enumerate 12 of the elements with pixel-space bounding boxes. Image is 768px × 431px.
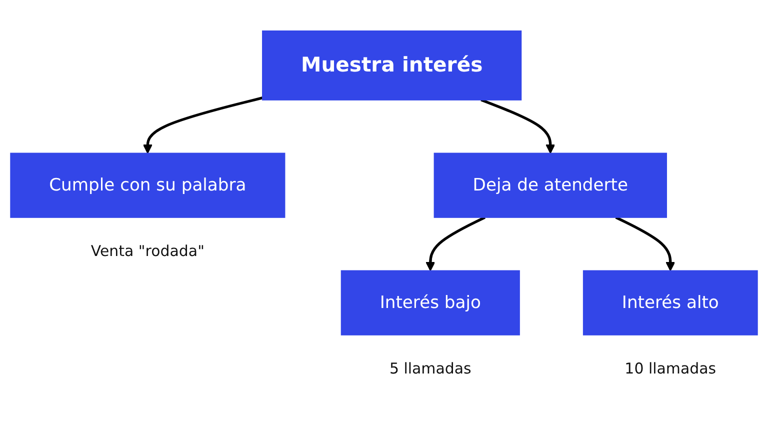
node-label: Venta "rodada" [90, 243, 204, 260]
arrow [615, 216, 676, 272]
node-box: Muestra interés [262, 30, 522, 100]
node-label: 5 llamadas [389, 360, 472, 378]
node-label: 10 llamadas [624, 360, 716, 378]
node-box: Cumple con su palabra [10, 152, 286, 218]
arrow [480, 98, 556, 154]
arrow [426, 216, 486, 272]
node-box: Interés bajo [340, 270, 520, 336]
node-box: Interés alto [582, 270, 758, 336]
arrow [142, 96, 263, 154]
node-box: Deja de atenderte [434, 152, 667, 218]
